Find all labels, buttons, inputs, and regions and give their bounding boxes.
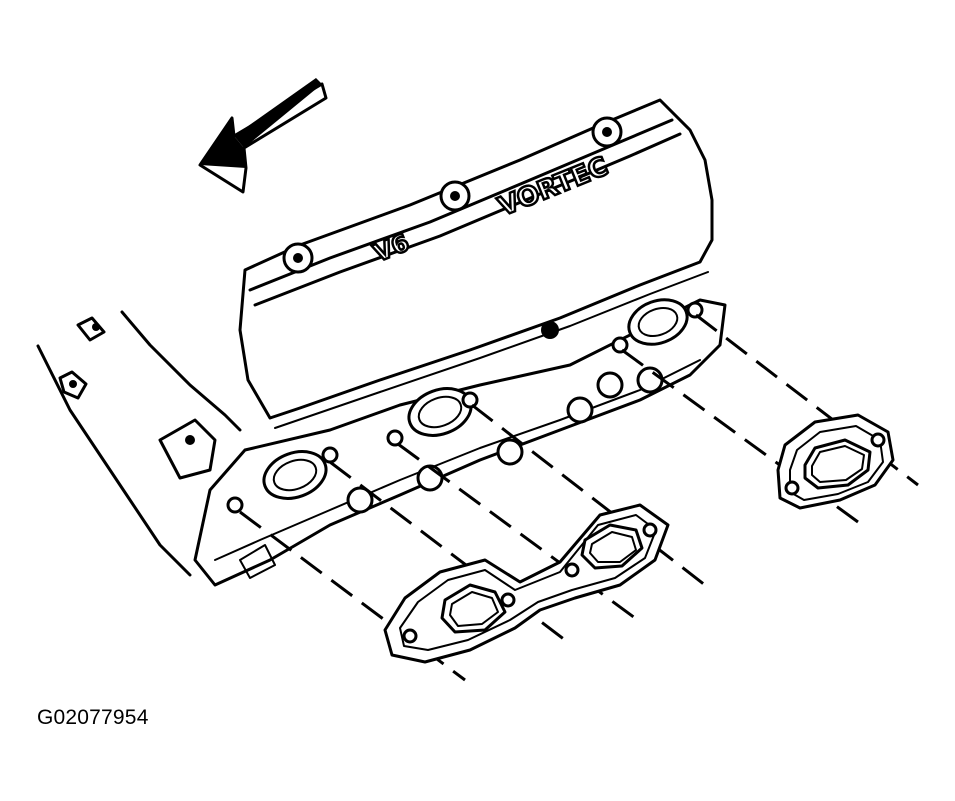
- direction-arrow-icon: [198, 78, 328, 194]
- figure-id-label: G02077954: [37, 706, 149, 729]
- engine-block-outline: [36, 310, 242, 577]
- left-exhaust-manifold-gasket: [383, 503, 670, 664]
- cylinder-head-flange: [193, 298, 727, 587]
- valve-cover: V6 VORTEC: [238, 98, 714, 429]
- right-exhaust-manifold-gasket: [776, 413, 895, 510]
